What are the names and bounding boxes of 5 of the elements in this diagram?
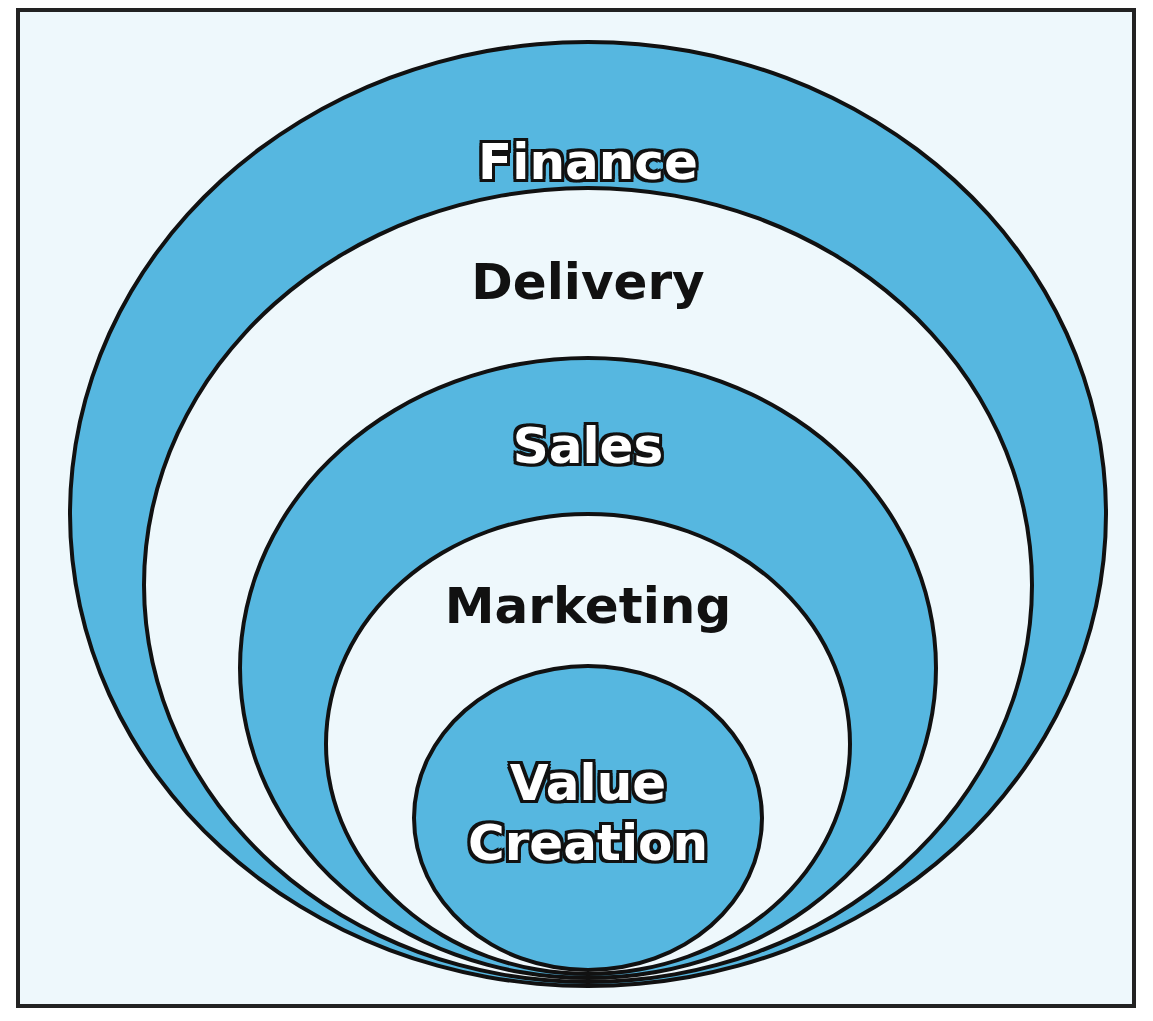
layer-label: Sales [511, 416, 665, 476]
layer-label: Finance [477, 132, 699, 192]
layer-label: Delivery [470, 252, 706, 312]
layer-label: Value Creation [467, 753, 709, 873]
layer-label: Marketing [443, 576, 733, 636]
